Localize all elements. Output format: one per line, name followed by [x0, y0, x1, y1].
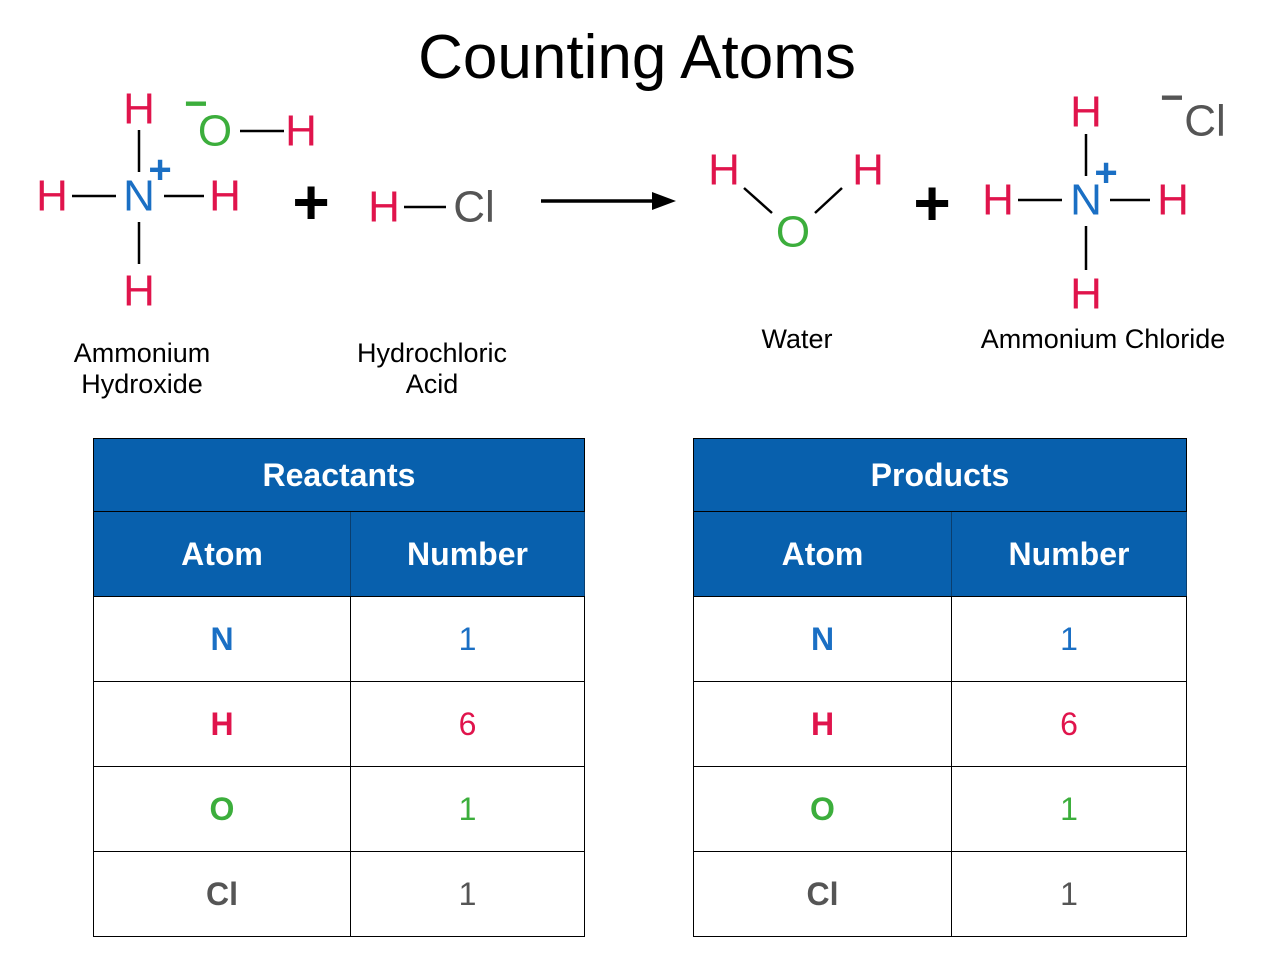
reaction-arrow — [541, 192, 676, 210]
table-row: N 1 — [693, 596, 1187, 682]
products-table: Products Atom Number N 1 H 6 O 1 Cl 1 — [693, 438, 1187, 937]
label-line: Ammonium — [73, 338, 211, 368]
atom-n: N — [1070, 176, 1102, 225]
page-title: Counting Atoms — [418, 23, 856, 92]
table-row: O 1 — [93, 766, 585, 852]
atom-h: H — [1157, 176, 1189, 225]
atom-h: H — [852, 146, 884, 195]
hydrochloric-acid-structure: H Cl — [368, 183, 495, 232]
reactants-table-title: Reactants — [93, 438, 585, 512]
atom-h: H — [285, 107, 317, 156]
number-cell: 1 — [350, 851, 585, 937]
atom-h: H — [36, 172, 68, 221]
table-row: Cl 1 — [93, 851, 585, 937]
number-cell: 6 — [350, 681, 585, 767]
number-cell: 1 — [951, 596, 1187, 682]
table-row: H 6 — [93, 681, 585, 767]
atom-cell: H — [93, 681, 351, 767]
atom-o: O — [776, 208, 810, 257]
atom-n: N — [123, 172, 155, 221]
number-cell: 6 — [951, 681, 1187, 767]
atom-h: H — [982, 176, 1014, 225]
atom-cell: N — [693, 596, 952, 682]
table-row: Cl 1 — [693, 851, 1187, 937]
ammonium-chloride-structure: H H N H H + − Cl — [982, 76, 1226, 319]
negative-charge: − — [1160, 76, 1183, 120]
atom-h: H — [1070, 88, 1102, 137]
atom-cell: Cl — [693, 851, 952, 937]
number-cell: 1 — [951, 766, 1187, 852]
atom-h: H — [209, 172, 241, 221]
ammonium-chloride-label: Ammonium Chloride — [980, 324, 1226, 354]
water-label: Water — [761, 324, 833, 354]
column-header-atom: Atom — [93, 511, 351, 597]
table-row: O 1 — [693, 766, 1187, 852]
table-row: N 1 — [93, 596, 585, 682]
column-header-number: Number — [350, 511, 585, 597]
plus-sign: + — [292, 166, 329, 238]
reactants-table: Reactants Atom Number N 1 H 6 O 1 Cl 1 — [93, 438, 585, 937]
positive-charge: + — [148, 148, 171, 192]
atom-cl: Cl — [1184, 97, 1226, 146]
atom-cl: Cl — [453, 183, 495, 232]
plus-sign: + — [913, 167, 950, 239]
number-cell: 1 — [951, 851, 1187, 937]
atom-cell: O — [693, 766, 952, 852]
atom-h: H — [123, 267, 155, 316]
products-table-title: Products — [693, 438, 1187, 512]
atom-cell: N — [93, 596, 351, 682]
column-header-atom: Atom — [693, 511, 952, 597]
label-line: Hydroxide — [81, 369, 203, 399]
water-structure: H H O — [708, 146, 884, 257]
atom-cell: Cl — [93, 851, 351, 937]
table-row: H 6 — [693, 681, 1187, 767]
atom-h: H — [708, 146, 740, 195]
atom-h: H — [123, 85, 155, 134]
atom-cell: H — [693, 681, 952, 767]
label-line: Acid — [405, 369, 459, 399]
number-cell: 1 — [350, 596, 585, 682]
hydrochloric-acid-label: Hydrochloric Acid — [332, 338, 532, 400]
positive-charge: + — [1094, 151, 1117, 195]
atom-h: H — [1070, 270, 1102, 319]
column-header-number: Number — [951, 511, 1187, 597]
reaction-diagram: H H N H H + − O H + H Cl H H O — [36, 76, 1226, 319]
atom-cell: O — [93, 766, 351, 852]
atom-o: O — [198, 107, 232, 156]
ammonium-hydroxide-structure: H H N H H + − O H — [36, 82, 317, 316]
number-cell: 1 — [350, 766, 585, 852]
negative-charge: − — [184, 82, 207, 126]
ammonium-hydroxide-label: Ammonium Hydroxide — [42, 338, 242, 400]
label-line: Hydrochloric — [356, 338, 508, 368]
atom-h: H — [368, 183, 400, 232]
